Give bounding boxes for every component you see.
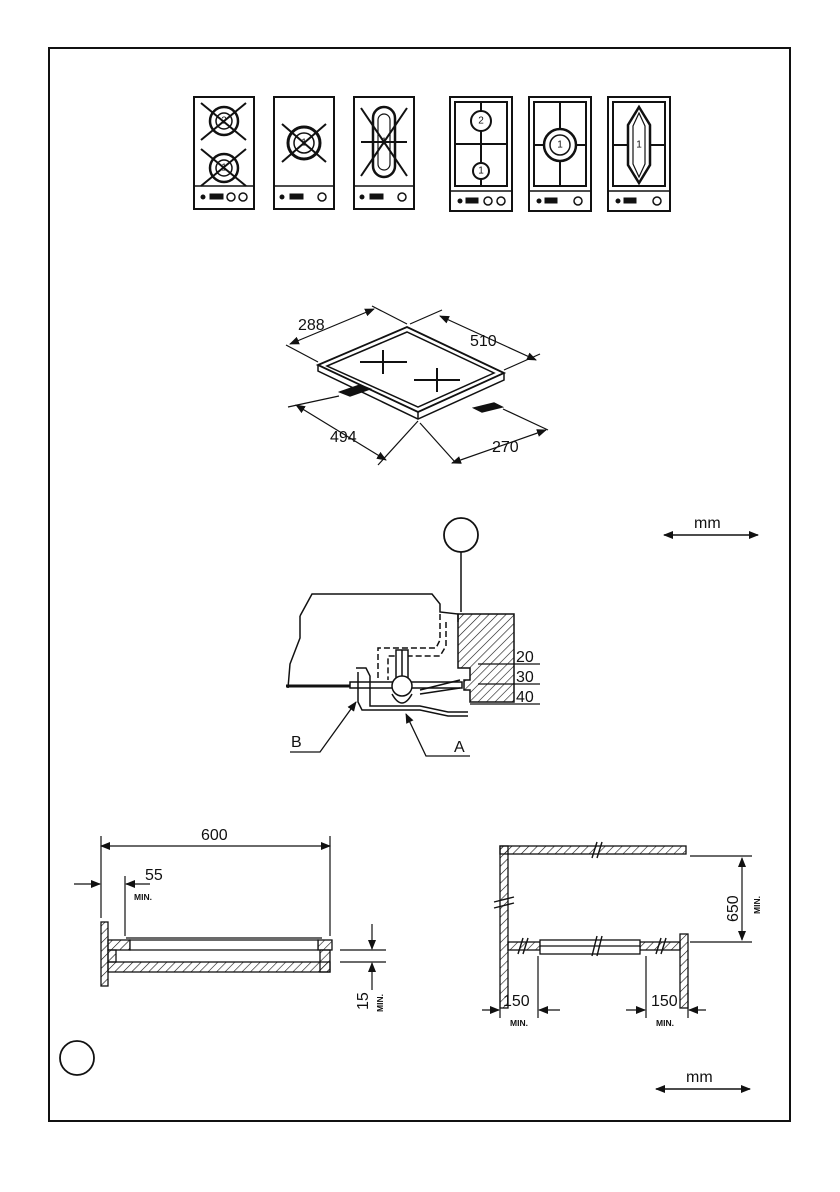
break-marks	[494, 842, 666, 956]
right-clearance-note: MIN.	[656, 1018, 674, 1028]
gap-note: MIN.	[375, 994, 385, 1012]
hood-height-dimension: 650	[725, 895, 742, 922]
edge-distance-dimension: 55	[145, 867, 163, 884]
edge-distance-note: MIN.	[134, 892, 152, 902]
depth-dimension: 288	[298, 317, 325, 334]
hob-model-3	[354, 97, 414, 209]
clamp-label-b: B	[291, 734, 302, 751]
hob-model-4	[450, 97, 512, 211]
unit-label-upper: mm	[694, 515, 721, 532]
hob-model-2	[274, 97, 334, 209]
hob-model-1	[194, 97, 254, 209]
clamp-section	[286, 594, 468, 716]
cutout-depth-dimension: 270	[492, 439, 519, 456]
hob-model-4-burner-label: 2	[478, 116, 484, 127]
clearance-section-right	[500, 846, 688, 1008]
clamp-value-30: 30	[516, 669, 534, 686]
hob-model-5-burner-label: 1	[557, 140, 563, 151]
detail-callout-circle	[444, 518, 478, 552]
clamp-label-a: A	[454, 739, 465, 756]
hob-model-1-burner-label: 1	[221, 163, 227, 174]
clamp-value-20: 20	[516, 649, 534, 666]
worktop-section-left	[101, 922, 332, 986]
hob-model-5	[529, 97, 591, 211]
hob-model-6-burner-label: 1	[636, 140, 642, 151]
cabinet-width-dimension: 600	[201, 827, 228, 844]
page-frame	[49, 48, 790, 1121]
clamp-value-40: 40	[516, 689, 534, 706]
hob-model-6	[608, 97, 670, 211]
gap-dimension: 15	[355, 992, 372, 1010]
section-callout-circle	[60, 1041, 94, 1075]
cutout-width-dimension: 494	[330, 429, 357, 446]
hood-height-note: MIN.	[752, 896, 762, 914]
right-clearance-dimension: 150	[651, 993, 678, 1010]
hob-model-4-burner-label: 1	[478, 166, 484, 177]
worktop-hatch	[458, 614, 514, 702]
hob-model-2-burner-label: 1	[301, 138, 307, 149]
left-clearance-dimension: 150	[503, 993, 530, 1010]
hob-model-3-burner-label: 1	[381, 137, 387, 148]
width-dimension: 510	[470, 333, 497, 350]
left-clearance-note: MIN.	[510, 1018, 528, 1028]
unit-label-lower: mm	[686, 1069, 713, 1086]
hob-model-1-burner-label: 2	[221, 116, 227, 127]
